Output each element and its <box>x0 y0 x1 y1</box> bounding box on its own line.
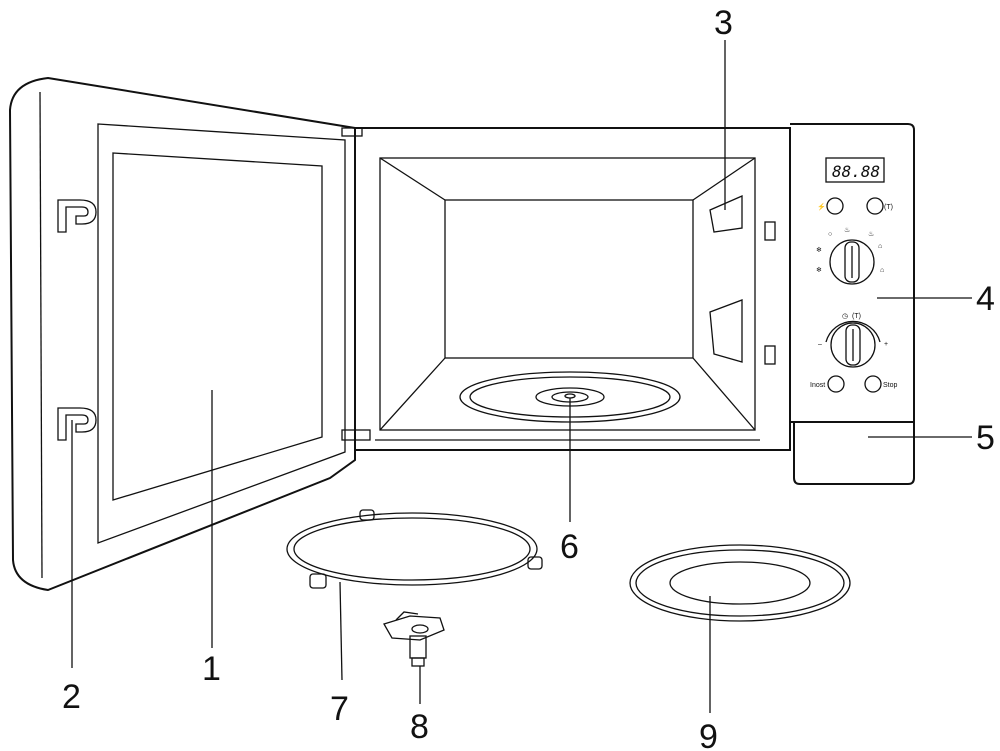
timer-button[interactable] <box>866 197 884 215</box>
callout-1: 1 <box>202 650 221 688</box>
svg-text:❄: ❄ <box>816 266 822 274</box>
power-level-button[interactable] <box>826 197 844 215</box>
glass-tray <box>629 544 851 622</box>
coupler <box>383 611 445 667</box>
waveguide-cover <box>709 195 743 233</box>
stop-button[interactable] <box>864 375 882 393</box>
timer-button-label: (T) <box>884 204 893 211</box>
svg-text:⌂: ⌂ <box>880 267 884 274</box>
start-button-label: Inost <box>810 382 825 389</box>
svg-text:–: – <box>818 341 822 348</box>
door <box>8 76 371 592</box>
svg-text:+: + <box>884 341 888 348</box>
cavity-back-wall <box>444 199 694 359</box>
svg-text:♨: ♨ <box>868 230 874 238</box>
svg-text:○: ○ <box>828 231 832 238</box>
callout-numbers: 1 2 3 4 5 6 7 8 9 <box>62 4 995 751</box>
svg-text:⌂: ⌂ <box>878 243 882 250</box>
oven-cavity <box>379 157 756 431</box>
timer-knob[interactable]: (T) ◷ – + <box>818 313 888 368</box>
door-hook-icon <box>57 199 97 233</box>
start-button[interactable] <box>827 375 845 393</box>
door-hook-icon <box>57 407 97 441</box>
display-readout: 88.88 <box>832 162 880 181</box>
display-window <box>825 157 885 183</box>
svg-text:❄: ❄ <box>816 246 822 254</box>
function-knob[interactable]: ♨ ○ ♨ ⌂ ❄ ❄ ⌂ <box>816 226 884 285</box>
clock-icon: ◷ <box>842 313 848 320</box>
roller-wheel-icon <box>309 509 543 589</box>
callout-8: 8 <box>410 708 429 746</box>
cabinet <box>355 127 791 451</box>
control-panel: 88.88 ⚡ (T) ♨ ○ ♨ ⌂ ❄ ❄ ⌂ (T) ◷ – + <box>790 123 915 485</box>
roller-ring <box>286 509 543 589</box>
callout-3: 3 <box>714 4 733 42</box>
leader-lines <box>71 40 972 713</box>
callout-4: 4 <box>976 280 995 318</box>
callout-9: 9 <box>699 718 718 751</box>
svg-text:♨: ♨ <box>844 226 850 234</box>
door-window <box>112 152 323 501</box>
callout-5: 5 <box>976 419 995 457</box>
power-level-icon: ⚡ <box>817 202 826 211</box>
callout-2: 2 <box>62 678 81 716</box>
callout-7: 7 <box>330 690 349 728</box>
callout-6: 6 <box>560 528 579 566</box>
stop-button-label: Stop <box>883 382 898 389</box>
timer-knob-label: (T) <box>852 313 861 320</box>
